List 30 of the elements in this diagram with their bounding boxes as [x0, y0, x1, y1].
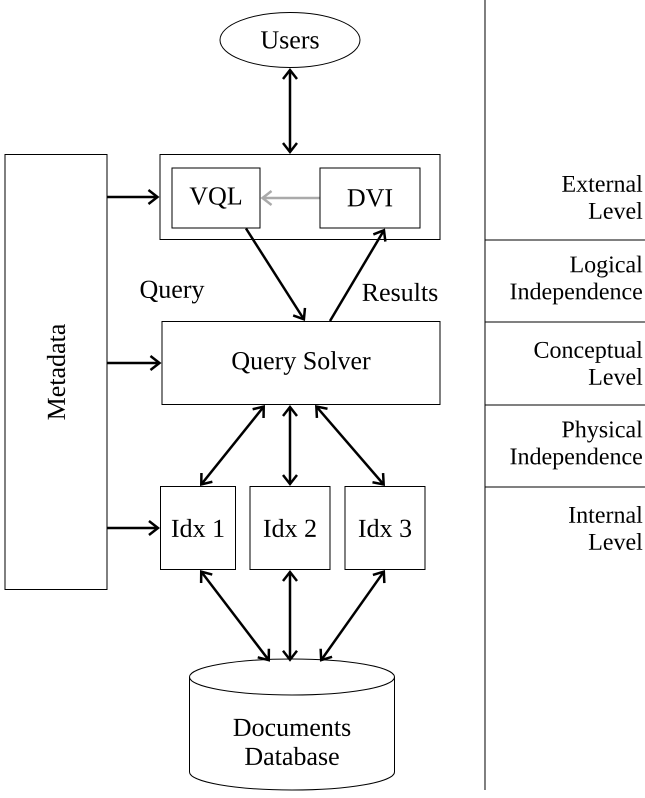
level-label: Logical Independence	[510, 256, 642, 304]
arrow	[108, 355, 162, 371]
arrow	[319, 570, 386, 662]
level-label: External Level	[562, 175, 642, 219]
process-box: Query Solver	[162, 321, 440, 405]
arrow	[328, 228, 387, 322]
edge-label: Query	[140, 280, 204, 304]
arrow	[108, 189, 160, 205]
outer-box	[160, 154, 440, 240]
level-label: Conceptual Level	[534, 341, 642, 385]
process-box: DVI	[320, 168, 420, 228]
arrow	[260, 190, 320, 206]
arrow	[315, 405, 385, 486]
arrow	[282, 405, 298, 486]
metadata-box: Metadata	[4, 154, 108, 590]
process-box: Idx 1	[160, 486, 236, 570]
edge-label: Results	[362, 282, 438, 302]
arrow	[282, 570, 298, 662]
arrow	[200, 570, 270, 662]
arrow	[200, 405, 265, 486]
arrow	[244, 228, 306, 321]
node-label: Documents Database	[234, 718, 350, 766]
database-cylinder: Documents Database	[189, 658, 395, 790]
level-label: Physical Independence	[510, 420, 642, 470]
arrow	[108, 520, 160, 536]
process-box: VQL	[172, 168, 260, 228]
arrow	[282, 68, 298, 154]
process-box: Idx 3	[344, 486, 426, 570]
process-box: Idx 2	[250, 486, 330, 570]
level-label: Internal Level	[569, 506, 642, 550]
